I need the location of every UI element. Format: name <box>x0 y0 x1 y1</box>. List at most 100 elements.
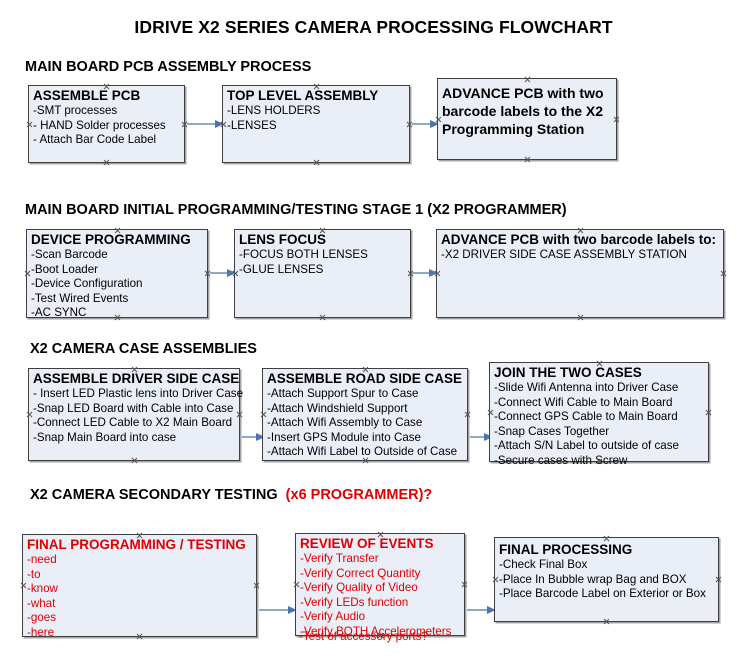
arrow-review-of-events-to-final-processing <box>467 605 496 614</box>
list-item: -Connect LED Cable to X2 Main Board <box>33 416 233 430</box>
connector-handle-bottom[interactable] <box>319 314 326 321</box>
list-item: -Slide Wifi Antenna into Driver Case <box>494 381 679 394</box>
connector-handle-left[interactable] <box>26 121 33 128</box>
connector-handle-left[interactable] <box>260 411 267 418</box>
node-review-of-events[interactable]: REVIEW OF EVENTS -Verify Transfer -Verif… <box>293 533 465 638</box>
list-item: -goes <box>27 611 57 625</box>
connector-handle-left[interactable] <box>26 411 33 418</box>
connector-handle-bottom[interactable] <box>131 457 138 464</box>
overflow-list-item-review-of-events: -Test of accessory ports? <box>299 630 428 643</box>
node-item-list: -Verify Transfer -Verify Correct Quantit… <box>300 552 462 640</box>
connector-handle-right[interactable] <box>720 270 727 277</box>
node-lens-focus[interactable]: LENS FOCUS -FOCUS BOTH LENSES -GLUE LENS… <box>234 229 411 318</box>
list-item: -Insert GPS Module into Case <box>267 430 422 444</box>
node-item-list: -Slide Wifi Antenna into Driver Case -Co… <box>494 381 706 469</box>
list-item: - Attach Bar Code Label <box>33 133 157 147</box>
connector-handle-left[interactable] <box>293 581 300 588</box>
node-assemble-driver-side-case[interactable]: ASSEMBLE DRIVER SIDE CASE - Insert LED P… <box>26 368 244 464</box>
section-heading-main-board-initial-programming-testing-stage-1: MAIN BOARD INITIAL PROGRAMMING/TESTING S… <box>25 202 567 218</box>
arrow-top-level-assembly-to-advance-pcb <box>412 119 439 128</box>
connector-handle-bottom[interactable] <box>603 618 610 625</box>
node-item-list: -Scan Barcode -Boot Loader -Device Confi… <box>31 248 205 321</box>
list-item: -to <box>27 567 41 581</box>
list-item: -what <box>27 596 56 610</box>
list-item: -AC SYNC <box>31 306 87 320</box>
list-item: -here <box>27 625 55 639</box>
list-item: -Device Configuration <box>31 277 143 291</box>
connector-handle-bottom[interactable] <box>577 314 584 321</box>
node-header: ADVANCE PCB with two barcode labels to: <box>441 232 717 247</box>
node-header: JOIN THE TWO CASES <box>494 365 642 380</box>
section-heading-text: MAIN BOARD PCB ASSEMBLY PROCESS <box>25 59 312 75</box>
list-item: -Connect Wifi Cable to Main Board <box>494 395 673 409</box>
section-heading-text: X2 CAMERA SECONDARY TESTING <box>30 487 278 503</box>
arrow-device-programming-to-lens-focus <box>210 268 236 277</box>
list-item: -LENSES <box>227 118 277 132</box>
list-item: -Attach Wifi Label to Outside of Case <box>267 445 458 459</box>
arrow-driver-side-to-road-side <box>242 432 265 441</box>
list-item: -Check Final Box <box>499 558 588 571</box>
list-item: - Insert LED Plastic lens into Driver Ca… <box>33 387 244 400</box>
list-item: -need <box>27 553 57 566</box>
list-item: -Test Wired Events <box>31 291 129 305</box>
node-item-list: -X2 DRIVER SIDE CASE ASSEMBLY STATION <box>441 248 721 263</box>
list-item: -LENS HOLDERS <box>227 104 321 117</box>
list-item: -Connect GPS Cable to Main Board <box>494 410 678 424</box>
node-item-list: -SMT processes - HAND Solder processes -… <box>33 104 182 148</box>
list-item: -Verify Quality of Video <box>300 581 418 595</box>
node-assemble-road-side-case[interactable]: ASSEMBLE ROAD SIDE CASE -Attach Support … <box>262 368 468 461</box>
node-join-the-two-cases[interactable]: JOIN THE TWO CASES -Slide Wifi Antenna i… <box>487 362 709 467</box>
node-advance-pcb-to-driver-side-case-assembly[interactable]: ADVANCE PCB with two barcode labels to: … <box>436 229 724 318</box>
list-item: -SMT processes <box>33 104 118 117</box>
section-heading-text: MAIN BOARD INITIAL PROGRAMMING/TESTING S… <box>25 202 567 218</box>
connector-handle-bottom[interactable] <box>313 159 320 166</box>
node-header: DEVICE PROGRAMMING <box>31 232 191 247</box>
node-header: TOP LEVEL ASSEMBLY <box>227 88 379 103</box>
node-header: ASSEMBLE ROAD SIDE CASE <box>267 371 463 386</box>
connector-handle-bottom[interactable] <box>103 159 110 166</box>
node-top-level-assembly[interactable]: TOP LEVEL ASSEMBLY -LENS HOLDERS -LENSES <box>222 85 410 163</box>
connector-handle-left[interactable] <box>20 582 27 589</box>
node-header: REVIEW OF EVENTS <box>300 536 434 551</box>
list-item: -know <box>27 582 58 596</box>
node-device-programming[interactable]: DEVICE PROGRAMMING -Scan Barcode -Boot L… <box>24 229 208 321</box>
connector-handle-top[interactable] <box>603 535 610 542</box>
list-item: -X2 DRIVER SIDE CASE ASSEMBLY STATION <box>441 248 687 261</box>
arrow-assemble-pcb-to-top-level-assembly <box>187 119 224 128</box>
node-assemble-pcb[interactable]: ASSEMBLE PCB -SMT processes - HAND Solde… <box>28 85 185 163</box>
list-item: - HAND Solder processes <box>33 118 166 132</box>
list-item: -Attach Wifi Assembly to Case <box>267 416 423 430</box>
node-item-list: -Check Final Box -Place In Bubble wrap B… <box>499 558 716 602</box>
node-advance-pcb-to-x2-programming-station[interactable]: ADVANCE PCB with two barcode labels to t… <box>437 78 617 160</box>
connector-handle-left[interactable] <box>24 270 31 277</box>
list-item: -GLUE LENSES <box>239 262 324 276</box>
list-item: -Scan Barcode <box>31 248 108 261</box>
node-header: ADVANCE PCB with two barcode labels to t… <box>442 85 604 137</box>
node-item-list: - Insert LED Plastic lens into Driver Ca… <box>33 387 244 445</box>
list-item: -Attach S/N Label to outside of case <box>494 439 679 453</box>
connector-handle-bottom[interactable] <box>524 156 531 163</box>
page-title: IDRIVE X2 SERIES CAMERA PROCESSING FLOWC… <box>134 17 613 37</box>
connector-handle-left[interactable] <box>487 409 494 416</box>
section-heading-x2-camera-case-assemblies: X2 CAMERA CASE ASSEMBLIES <box>30 341 257 357</box>
arrow-lens-focus-to-advance-pcb <box>412 268 438 277</box>
list-item: -FOCUS BOTH LENSES <box>239 248 368 261</box>
node-header: ASSEMBLE DRIVER SIDE CASE <box>33 371 240 386</box>
node-final-programming-testing[interactable]: FINAL PROGRAMMING / TESTING -need -to -k… <box>20 534 257 639</box>
list-item: -Verify LEDs function <box>300 595 409 609</box>
list-item: -Attach Windshield Support <box>267 401 408 415</box>
node-final-processing[interactable]: FINAL PROCESSING -Check Final Box -Place… <box>494 537 719 622</box>
list-item: -Secure cases with Screw <box>494 453 628 467</box>
list-item: -Snap Cases Together <box>494 424 610 438</box>
node-header: FINAL PROGRAMMING / TESTING <box>27 537 246 552</box>
connector-handle-left[interactable] <box>492 576 499 583</box>
arrow-road-side-to-join-cases <box>470 432 493 441</box>
list-item: -Snap LED Board with Cable into Case <box>33 401 234 415</box>
node-item-list: -Attach Support Spur to Case -Attach Win… <box>267 387 465 460</box>
connector-handle-top[interactable] <box>524 76 531 83</box>
section-heading-main-board-pcb-assembly-process: MAIN BOARD PCB ASSEMBLY PROCESS <box>25 59 311 75</box>
node-item-list: -FOCUS BOTH LENSES -GLUE LENSES <box>239 248 408 277</box>
section-heading-accent: (x6 PROGRAMMER)? <box>285 487 433 503</box>
list-item: -Verify Correct Quantity <box>300 566 421 580</box>
